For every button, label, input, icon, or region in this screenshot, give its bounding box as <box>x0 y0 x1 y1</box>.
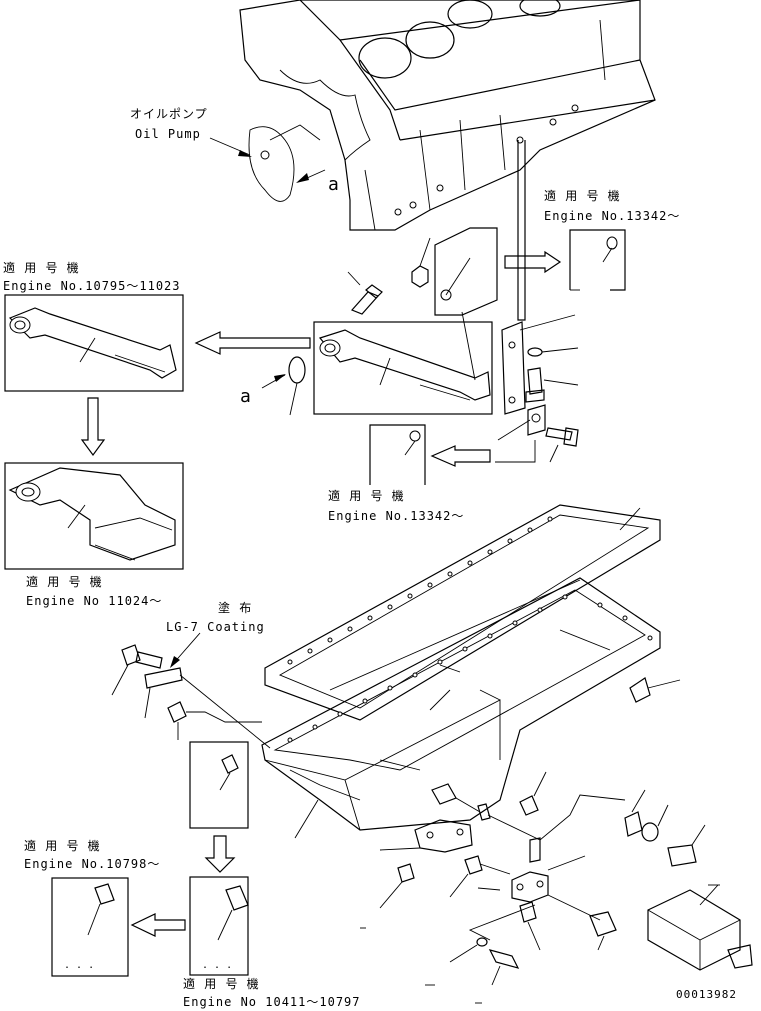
arrow-to-mid-detail <box>430 445 491 467</box>
applicable-bottom-mid-en: Engine No 10411〜10797 <box>183 995 361 1009</box>
detail-mid <box>369 424 426 485</box>
arrow-down-plug <box>204 835 236 873</box>
bottom-mid-box <box>189 876 249 976</box>
applicable-bottom-left-jp: 適 用 号 機 <box>24 839 101 853</box>
oil-pipe-center <box>318 329 491 401</box>
small-plate <box>527 404 546 436</box>
bolt-left <box>111 644 163 696</box>
ref-a-lower-arrowhead <box>274 374 286 382</box>
arrow-to-top-right <box>504 250 562 274</box>
edge-holes <box>287 516 653 743</box>
applicable-top-right-jp: 適 用 号 機 <box>544 189 621 203</box>
svg-text:. . .: . . . <box>64 960 94 971</box>
washer <box>527 347 543 357</box>
applicable-left-upper-en: Engine No.10795〜11023 <box>3 279 181 293</box>
oil-pan-gasket <box>264 504 661 721</box>
bracket <box>501 321 526 415</box>
plug-box <box>189 741 249 829</box>
detail-top-right <box>569 229 626 291</box>
arrow-down-left <box>80 397 106 457</box>
o-ring <box>288 356 306 384</box>
coating-arrowhead <box>170 656 180 668</box>
strainer <box>647 884 753 971</box>
coating-plate <box>144 667 183 689</box>
arrow-to-left-upper <box>194 331 311 355</box>
bolt-mid <box>545 427 579 447</box>
bolt-upper <box>347 271 383 315</box>
applicable-mid-jp: 適 用 号 機 <box>328 489 405 503</box>
oil-pan <box>261 577 661 839</box>
ref-a-upper: a <box>328 174 340 195</box>
oil-pump-label-jp: オイルポンプ <box>130 107 208 121</box>
applicable-mid-en: Engine No.13342〜 <box>328 509 465 523</box>
coating-label-jp: 塗 布 <box>218 601 253 615</box>
applicable-left-mid-en: Engine No 11024〜 <box>26 594 163 608</box>
pipe-box-left-upper <box>4 294 184 392</box>
bottom-left-box <box>51 877 129 977</box>
coating-label-en: LG-7 Coating <box>166 620 265 634</box>
ref-a-upper-arrowhead <box>296 173 309 183</box>
applicable-top-right-en: Engine No.13342〜 <box>544 209 681 223</box>
oil-pump-arrowhead <box>238 150 252 157</box>
plate-gasket <box>434 227 498 316</box>
engine-block <box>239 0 656 231</box>
applicable-bottom-left-en: Engine No.10798〜 <box>24 857 161 871</box>
arrow-to-bottom-left <box>130 913 186 937</box>
pipe-box-center <box>313 321 493 415</box>
ref-a-lower: a <box>240 386 252 407</box>
guide-rod <box>517 140 526 321</box>
oil-pipe-left-mid <box>8 467 176 561</box>
oil-pump-label-en: Oil Pump <box>135 127 201 141</box>
svg-text:. . .: . . . <box>202 960 232 971</box>
nut <box>411 265 429 288</box>
applicable-left-upper-jp: 適 用 号 機 <box>3 261 80 275</box>
bolt-right <box>525 367 545 403</box>
pipe-box-left-mid <box>4 462 184 570</box>
applicable-bottom-mid-jp: 適 用 号 機 <box>183 977 260 991</box>
oil-pipe-left-upper <box>8 307 177 379</box>
plug-left <box>167 701 187 723</box>
lower-parts <box>379 677 706 986</box>
drawing-number: 00013982 <box>676 988 737 1001</box>
applicable-left-mid-jp: 適 用 号 機 <box>26 575 103 589</box>
